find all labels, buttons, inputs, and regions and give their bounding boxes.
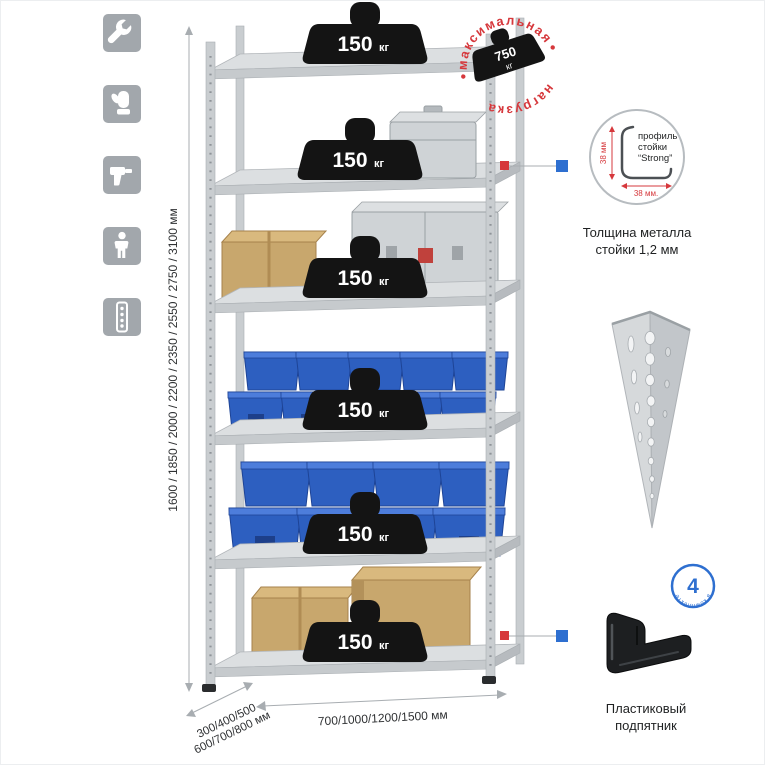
- drill-icon: [110, 167, 132, 186]
- feature-icon-post: [103, 298, 141, 336]
- weight-badge-3: 150 кг: [302, 236, 428, 298]
- weight-badge-6: 150 кг: [302, 600, 428, 662]
- shelf-load-value: 150: [337, 523, 372, 546]
- thickness-caption-line1: Толщина металла: [583, 225, 692, 240]
- shelf-load-unit: кг: [379, 532, 390, 544]
- stamp-weight-icon: 750 кг: [472, 28, 546, 82]
- plastic-foot-image: [606, 612, 692, 674]
- weight-badge-5: 150 кг: [302, 492, 428, 554]
- profile-drawing: [620, 125, 673, 180]
- thickness-caption-line2: стойки 1,2 мм: [596, 242, 679, 257]
- foot-caption-line2: подпятник: [615, 718, 677, 733]
- foot-caption-line1: Пластиковый: [606, 701, 686, 716]
- width-dimension-label: 700/1000/1200/1500 мм: [318, 708, 449, 729]
- marker-blue-square: [556, 630, 568, 642]
- shelf-load-unit: кг: [379, 640, 390, 652]
- shelf-load-value: 150: [337, 267, 372, 290]
- rack-foot: [482, 676, 496, 684]
- feature-icon-drill: [103, 156, 141, 194]
- height-dimension-label: 1600 / 1850 / 2000 / 2200 / 2350 / 2550 …: [166, 208, 180, 511]
- connector-bottom: [500, 630, 568, 642]
- marker-blue-square: [556, 160, 568, 172]
- stamp-unit: кг: [504, 60, 514, 72]
- shelf-load-unit: кг: [374, 158, 385, 170]
- shelf-load-unit: кг: [379, 276, 390, 288]
- profile-dim-vertical: 38 мм: [599, 142, 608, 164]
- stamp-value: 750: [493, 43, 518, 64]
- profile-detail: 38 мм 38 мм. профиль стойки “Strong”: [589, 109, 685, 205]
- marker-red-square: [500, 631, 509, 640]
- rack-post-icon: [116, 301, 128, 333]
- angle-post-image: [611, 310, 691, 529]
- weight-badge-2: 150 кг: [297, 118, 423, 180]
- glove-icon: [111, 91, 130, 115]
- wrench-icon: [107, 19, 132, 44]
- profile-label-2: стойки: [638, 142, 667, 153]
- shelf-load-value: 150: [337, 631, 372, 654]
- shelf-load-value: 150: [337, 399, 372, 422]
- connector-top: [500, 160, 568, 172]
- kit-count: 4: [687, 575, 699, 598]
- profile-label-1: профиль: [638, 131, 677, 142]
- dimension-depth: 300/400/500 600/700/800 мм: [186, 682, 272, 757]
- rack-foot: [202, 684, 216, 692]
- shelf-load-unit: кг: [379, 42, 390, 54]
- feature-icon-person: [103, 227, 141, 265]
- shelf-load-value: 150: [332, 149, 367, 172]
- kit-count-badge: 4 в комплекте: [670, 563, 716, 609]
- dimension-width: 700/1000/1200/1500 мм: [256, 690, 507, 728]
- dimension-height: 1600 / 1850 / 2000 / 2200 / 2350 / 2550 …: [166, 26, 193, 692]
- rack-front-posts: [202, 33, 496, 692]
- big-bins-upper-row: [240, 461, 510, 507]
- profile-dim-horizontal: 38 мм.: [634, 189, 658, 198]
- feature-icon-glove: [103, 85, 141, 123]
- weight-badge-1: 150 кг: [302, 2, 428, 64]
- feature-icon-assembly: [103, 14, 141, 52]
- shelf-load-value: 150: [337, 33, 372, 56]
- person-icon: [114, 231, 129, 258]
- shelf-load-unit: кг: [379, 408, 390, 420]
- marker-red-square: [500, 161, 509, 170]
- weight-badges: 150 кг 150 кг 150 кг 150 кг: [297, 2, 428, 662]
- weight-badge-4: 150 кг: [302, 368, 428, 430]
- profile-label-3: “Strong”: [638, 153, 672, 164]
- feature-icon-column: [103, 14, 141, 336]
